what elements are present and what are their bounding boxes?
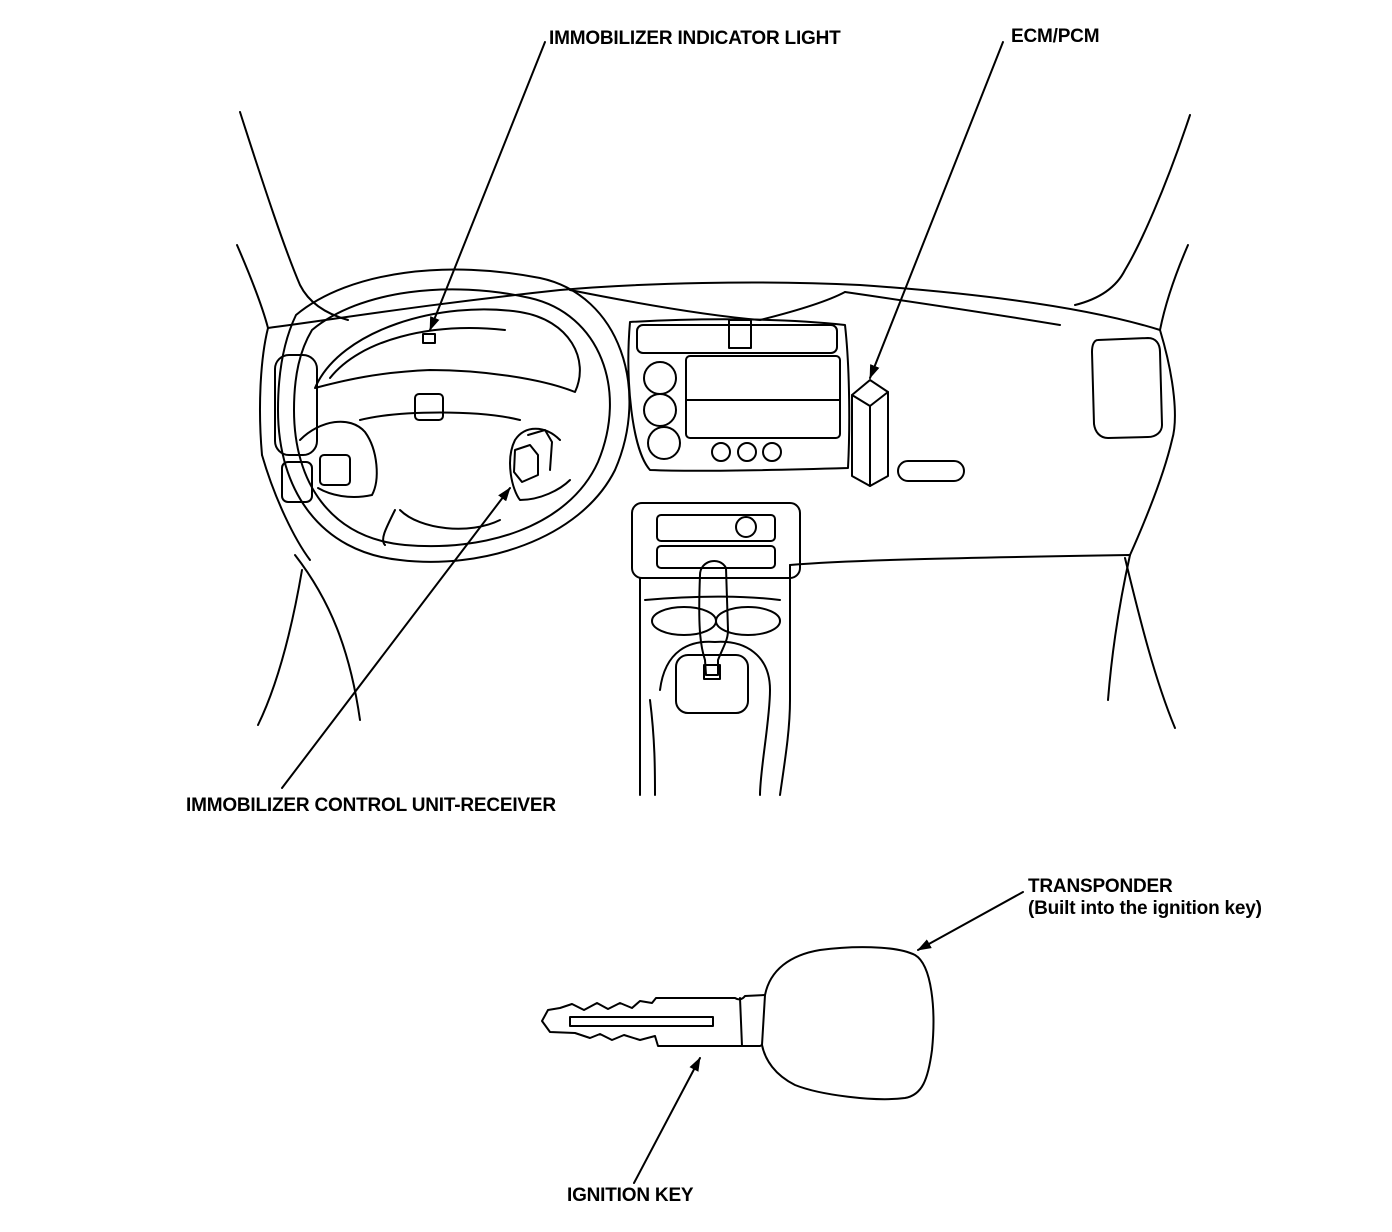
dash-lower-edge <box>261 454 311 561</box>
glovebox-handle <box>897 460 965 482</box>
dash-crown-line <box>844 291 1061 326</box>
label-transponder: TRANSPONDER (Built into the ignition key… <box>1028 876 1262 920</box>
ecm-pcm-module <box>851 379 889 487</box>
shift-lever <box>698 559 729 676</box>
dash-crown <box>569 289 846 321</box>
climate-panel <box>631 502 801 579</box>
label-immobilizer-control-unit-receiver: IMMOBILIZER CONTROL UNIT-RECEIVER <box>186 795 556 816</box>
center-stack-bezel <box>627 318 851 472</box>
leader-indicator-light <box>429 41 546 331</box>
key-head <box>761 946 935 1101</box>
left-a-pillar <box>239 111 349 321</box>
dash-top-edge <box>267 281 1161 331</box>
right-a-pillar-inner <box>1159 244 1189 331</box>
leader-transponder <box>917 891 1024 951</box>
dashboard-drawing <box>236 111 1191 796</box>
right-vent <box>1091 337 1163 439</box>
dash-left-face <box>259 327 269 456</box>
key-blade <box>541 994 766 1047</box>
label-ecm-pcm: ECM/PCM <box>1011 26 1100 47</box>
leader-ignition-key <box>633 1057 701 1184</box>
leader-receiver <box>281 487 511 789</box>
left-a-pillar-inner <box>236 244 269 329</box>
hazard-switch <box>728 319 752 349</box>
dash-right-face <box>1129 329 1176 556</box>
label-transponder-title: TRANSPONDER <box>1028 876 1173 897</box>
steering-wheel <box>277 268 631 563</box>
label-ignition-key: IGNITION KEY <box>567 1185 694 1206</box>
immobilizer-indicator-lamp <box>422 333 436 344</box>
leader-ecm-pcm <box>869 41 1004 379</box>
label-transponder-note: (Built into the ignition key) <box>1028 898 1262 919</box>
audio-display <box>685 355 841 439</box>
label-immobilizer-indicator-light: IMMOBILIZER INDICATOR LIGHT <box>549 28 841 49</box>
ignition-receiver-unit <box>513 429 553 483</box>
shift-gate <box>675 654 749 714</box>
ignition-key-drawing <box>541 946 935 1101</box>
right-a-pillar <box>1074 114 1191 306</box>
dash-lower-right <box>789 554 1131 566</box>
